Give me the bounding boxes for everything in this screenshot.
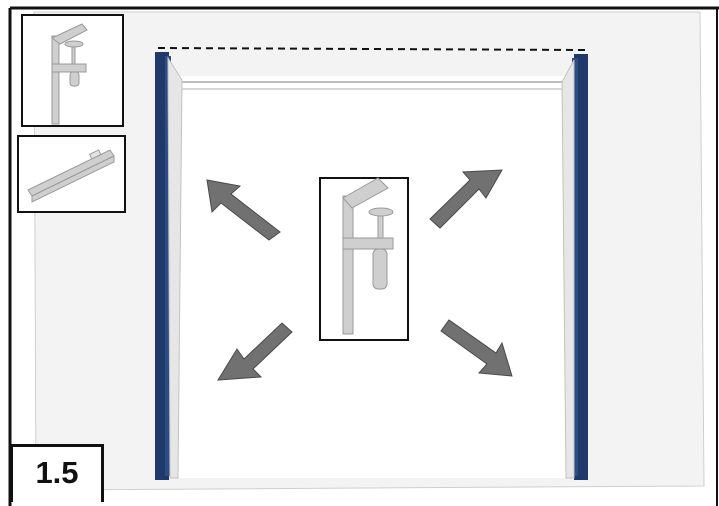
arrows [206, 169, 513, 381]
arrow-up-left [206, 179, 281, 241]
arrow-down-right [440, 319, 513, 377]
clamp-icon [342, 177, 394, 335]
frame-post-left [155, 52, 183, 480]
center-clamp-box [319, 177, 409, 341]
arrow-down-left [217, 322, 293, 381]
clamp-tool-box [21, 14, 124, 127]
spirit-level-icon [27, 149, 115, 203]
level-tool-box [17, 135, 126, 213]
step-number-box: 1.5 [10, 444, 104, 502]
step-number: 1.5 [35, 455, 79, 490]
frame-post-right [561, 54, 588, 480]
clamp-icon [51, 23, 88, 125]
arrow-up-right [429, 169, 503, 229]
